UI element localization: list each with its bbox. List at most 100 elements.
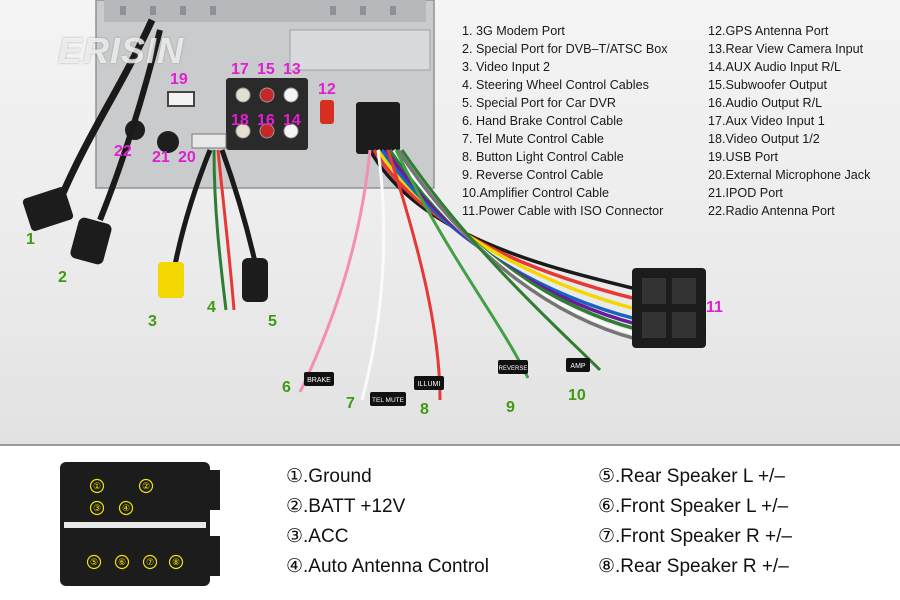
svg-text:TEL MUTE: TEL MUTE xyxy=(372,397,405,404)
pin-1-label: ① xyxy=(93,481,101,491)
rca-15 xyxy=(259,87,275,103)
callout-15: 15 xyxy=(257,61,275,78)
iso-connector-pinout: ① ② ③ ④ ⑤ ⑥ ⑦ ⑧ xyxy=(60,462,220,586)
wire-tel-mute xyxy=(360,149,386,401)
callout-7: 7 xyxy=(346,395,355,412)
wire-amp xyxy=(400,149,602,372)
port-list-item: 9. Reverse Control Cable xyxy=(462,168,604,182)
wire-tag-tel-mute: TEL MUTE xyxy=(370,392,406,406)
iso-connector-latch xyxy=(206,470,220,510)
pin-1 xyxy=(89,478,105,494)
connector-3g xyxy=(22,187,74,231)
wire-harness xyxy=(368,148,641,342)
callout-2: 2 xyxy=(58,269,67,286)
chassis-vent-holes xyxy=(120,6,396,15)
iso-plug xyxy=(632,268,706,348)
port-list-left: 1. 3G Modem Port 2. Special Port for DVB… xyxy=(462,22,668,220)
cable-dvb xyxy=(97,29,163,222)
pin-6 xyxy=(114,554,130,570)
wire-tag-illumi: ILLUMI xyxy=(414,376,444,390)
port-list-item: 22.Radio Antenna Port xyxy=(708,204,835,218)
iso-socket xyxy=(356,102,400,154)
pin-legend-left: ①.Ground ②.BATT +12V ③.ACC ④.Auto Antenn… xyxy=(286,462,489,582)
svg-text:BRAKE: BRAKE xyxy=(307,377,331,384)
callout-11: 11 xyxy=(706,299,723,316)
port-list-item: 10.Amplifier Control Cable xyxy=(462,186,609,200)
cable-3g xyxy=(56,18,156,202)
port-list-item: 14.AUX Audio Input R/L xyxy=(708,60,842,74)
pin-2-label: ② xyxy=(142,481,150,491)
callout-12: 12 xyxy=(318,81,336,98)
callout-19: 19 xyxy=(170,71,188,88)
callout-17: 17 xyxy=(231,61,249,78)
port-list-item: 15.Subwoofer Output xyxy=(708,78,828,92)
pin-6-label: ⑥ xyxy=(118,557,126,567)
wire-tag-amp: AMP xyxy=(566,358,590,372)
iso-connector-latch xyxy=(206,536,220,576)
callout-20: 20 xyxy=(178,149,196,166)
port-list-item: 5. Special Port for Car DVR xyxy=(462,96,616,110)
port-list-item: 19.USB Port xyxy=(708,150,778,164)
port-list-item: 13.Rear View Camera Input xyxy=(708,42,864,56)
port-list-item: 2. Special Port for DVB–T/ATSC Box xyxy=(462,42,668,56)
wiring-photo-panel: BRAKE TEL MUTE ILLUMI REVERSE AMP ERISIN… xyxy=(0,0,900,444)
pin-legend-item: ⑥.Front Speaker L +/– xyxy=(598,496,789,517)
port-list-right: 12.GPS Antenna Port 13.Rear View Camera … xyxy=(708,22,870,220)
callout-3: 3 xyxy=(148,313,157,330)
pin-3 xyxy=(89,500,105,516)
cable-steering-red xyxy=(216,149,236,311)
chassis-sticker xyxy=(289,29,431,71)
pin-7-label: ⑦ xyxy=(146,557,154,567)
pin-legend-item: ⑧.Rear Speaker R +/– xyxy=(598,556,789,577)
wire-tag-brake: BRAKE xyxy=(304,372,334,386)
pin-legend-item: ①.Ground xyxy=(286,466,372,487)
pin-4 xyxy=(118,500,134,516)
port-list-item: 18.Video Output 1/2 xyxy=(708,132,820,146)
callout-10: 10 xyxy=(568,387,586,404)
svg-text:ILLUMI: ILLUMI xyxy=(418,381,441,388)
mic-block xyxy=(191,133,227,149)
rca-17 xyxy=(235,87,251,103)
pin-2 xyxy=(138,478,154,494)
pin-legend-item: ④.Auto Antenna Control xyxy=(286,556,489,577)
ipod-port xyxy=(157,131,179,153)
rca-16 xyxy=(259,123,275,139)
chassis-top-vent xyxy=(104,0,426,22)
rca-13 xyxy=(283,87,299,103)
cable-dvr xyxy=(219,149,258,263)
pin-8 xyxy=(168,554,184,570)
brand-watermark: ERISIN xyxy=(58,30,185,71)
callout-21: 21 xyxy=(152,149,170,166)
gps-antenna-port xyxy=(320,100,334,124)
pin-legend-item: ⑤.Rear Speaker L +/– xyxy=(598,466,785,487)
usb-port xyxy=(167,91,195,107)
callout-8: 8 xyxy=(420,401,429,418)
pin-4-label: ④ xyxy=(122,503,130,513)
svg-text:REVERSE: REVERSE xyxy=(499,366,528,372)
pin-8-label: ⑧ xyxy=(172,557,180,567)
cable-video2 xyxy=(172,149,213,266)
pin-legend-right: ⑤.Rear Speaker L +/– ⑥.Front Speaker L +… xyxy=(598,462,792,582)
rca-yellow-video2 xyxy=(158,262,184,298)
pin-5-label: ⑤ xyxy=(90,557,98,567)
pin-7 xyxy=(142,554,158,570)
wire-reverse xyxy=(394,149,530,379)
port-list-item: 8. Button Light Control Cable xyxy=(462,150,624,164)
port-list-item: 21.IPOD Port xyxy=(708,186,783,200)
head-unit-wiring-photo: BRAKE TEL MUTE ILLUMI REVERSE AMP xyxy=(22,0,706,406)
wire-tag-reverse: REVERSE xyxy=(498,360,528,374)
section-divider xyxy=(0,444,900,446)
svg-text:AMP: AMP xyxy=(570,363,586,370)
callout-13: 13 xyxy=(283,61,301,78)
callout-16: 16 xyxy=(257,112,275,129)
callout-22: 22 xyxy=(114,143,132,160)
port-list-item: 16.Audio Output R/L xyxy=(708,96,823,110)
port-list-item: 7. Tel Mute Control Cable xyxy=(462,132,604,146)
connector-dvr xyxy=(242,258,268,302)
pin-5 xyxy=(86,554,102,570)
iso-pinout-panel: ① ② ③ ④ ⑤ ⑥ ⑦ ⑧ ①.Ground ②.BATT +12V ③.A… xyxy=(0,446,900,600)
rca-18 xyxy=(235,123,251,139)
pin-3-label: ③ xyxy=(93,503,101,513)
port-list-item: 3. Video Input 2 xyxy=(462,60,550,74)
pin-legend-item: ③.ACC xyxy=(286,526,349,547)
